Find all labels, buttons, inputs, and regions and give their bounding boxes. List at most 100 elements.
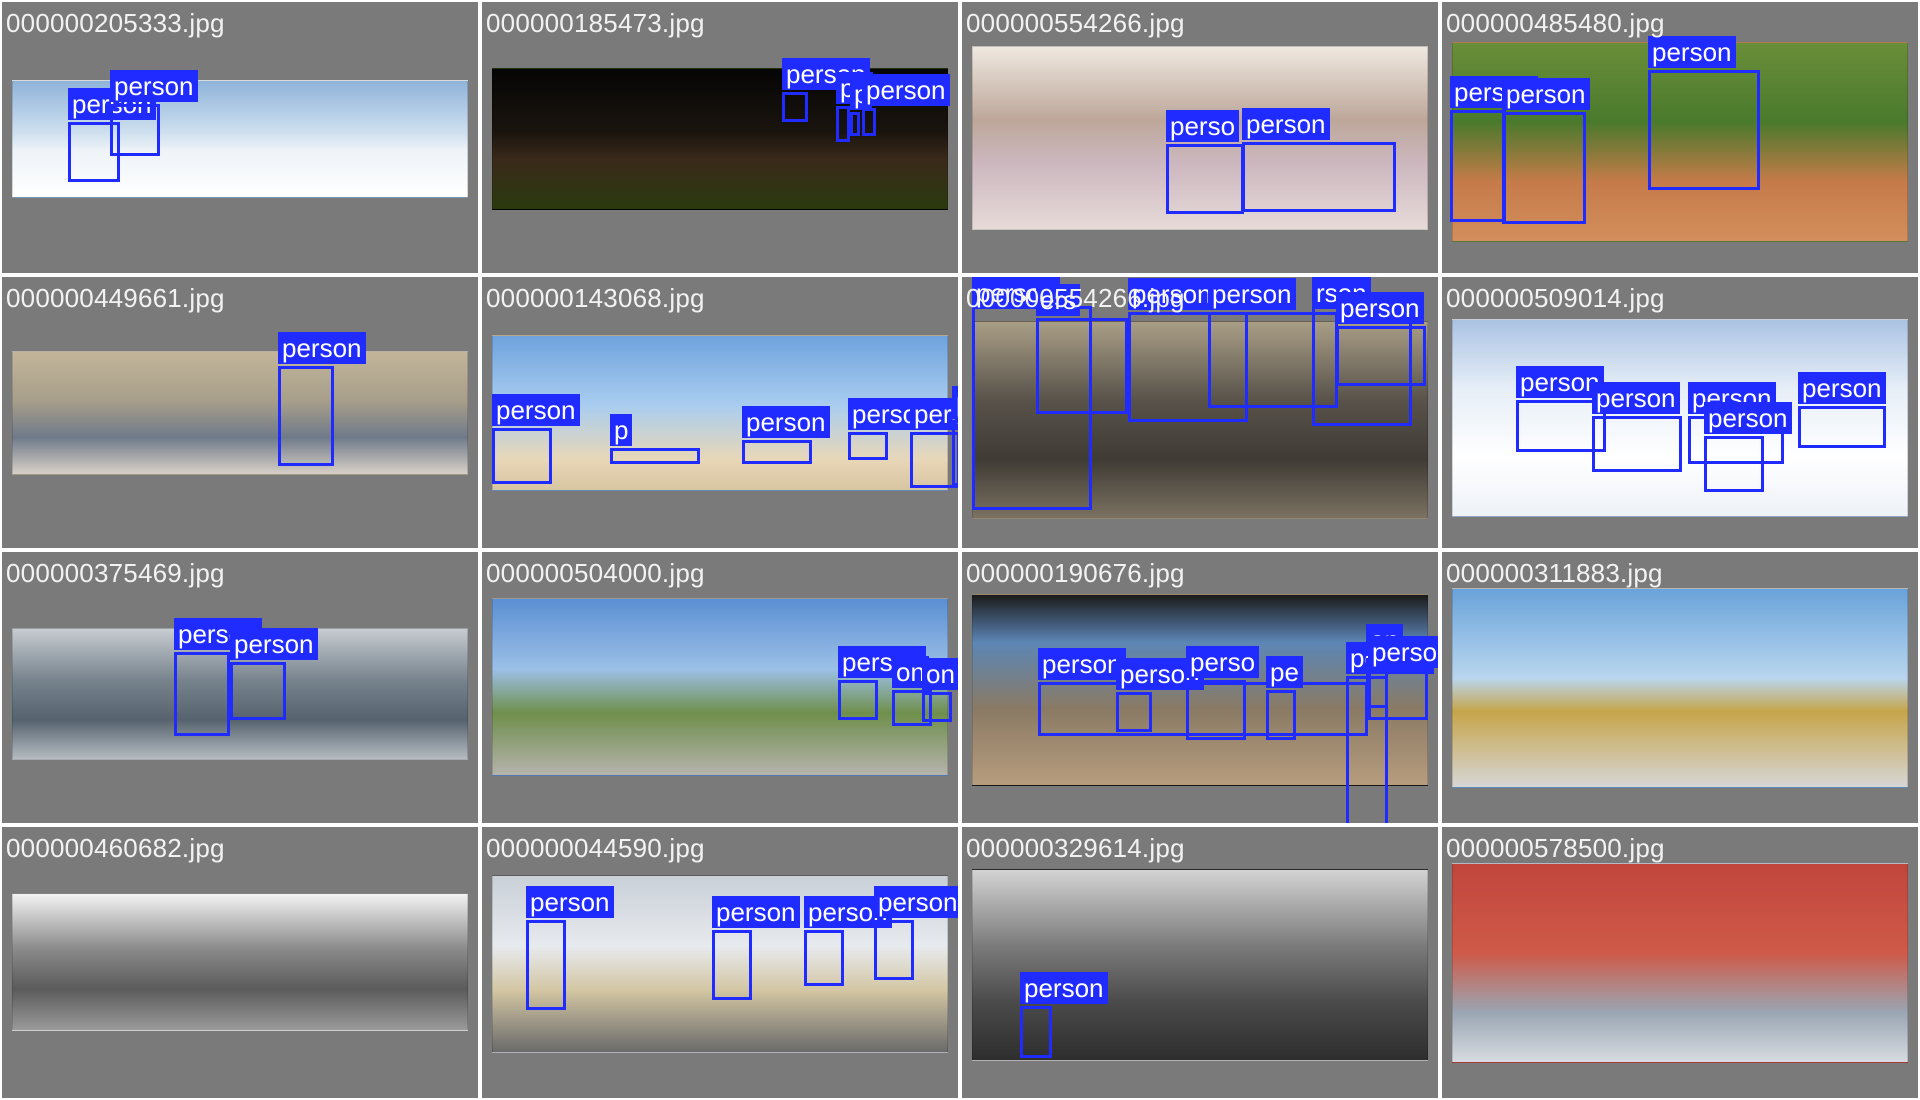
person-bounding-box bbox=[1116, 692, 1152, 732]
person-bounding-box bbox=[804, 930, 844, 986]
result-tile[interactable]: 000000460682.jpg bbox=[2, 827, 478, 1098]
detection-label: person bbox=[1038, 648, 1126, 680]
detection-label: person bbox=[1242, 108, 1330, 140]
person-bounding-box bbox=[910, 432, 958, 488]
result-tile[interactable]: 000000578500.jpg bbox=[1442, 827, 1918, 1098]
person-bounding-box bbox=[922, 692, 952, 722]
person-bounding-box bbox=[1450, 110, 1506, 222]
person-bounding-box bbox=[1798, 406, 1886, 448]
image-filename: 000000460682.jpg bbox=[6, 833, 225, 863]
image-filename: 000000578500.jpg bbox=[1446, 833, 1665, 863]
person-bounding-box bbox=[850, 112, 860, 136]
person-bounding-box bbox=[1266, 690, 1296, 740]
image-filename: 000000554266.jpg bbox=[966, 283, 1185, 313]
scene-image bbox=[1452, 588, 1908, 788]
person-bounding-box bbox=[742, 440, 812, 464]
detection-label: ers bbox=[1036, 284, 1081, 316]
image-filename: 000000044590.jpg bbox=[486, 833, 705, 863]
scene-image bbox=[12, 893, 468, 1031]
image-filename: 000000185473.jpg bbox=[486, 8, 705, 38]
image-filename: 000000143068.jpg bbox=[486, 283, 705, 313]
person-bounding-box bbox=[712, 930, 752, 1000]
person-bounding-box bbox=[838, 680, 878, 720]
image-filename: 000000375469.jpg bbox=[6, 558, 225, 588]
detection-label: p bbox=[610, 414, 633, 446]
detection-label: person bbox=[1648, 36, 1736, 68]
person-bounding-box bbox=[874, 920, 914, 980]
person-bounding-box bbox=[892, 690, 932, 726]
detection-label: pers bbox=[910, 398, 958, 430]
person-bounding-box bbox=[1128, 312, 1248, 422]
person-bounding-box bbox=[952, 420, 958, 486]
person-bounding-box bbox=[1502, 112, 1586, 224]
person-bounding-box bbox=[1036, 318, 1128, 414]
scene-image bbox=[972, 321, 1428, 519]
detection-label: person bbox=[862, 74, 950, 106]
person-bounding-box bbox=[782, 92, 808, 122]
scene-image bbox=[972, 594, 1428, 786]
person-bounding-box bbox=[1516, 400, 1606, 452]
detection-label: person bbox=[1592, 382, 1680, 414]
detection-label: person bbox=[1516, 366, 1604, 398]
detection-label: person bbox=[174, 618, 262, 650]
person-bounding-box bbox=[610, 448, 700, 464]
person-bounding-box bbox=[174, 652, 230, 736]
image-filename: 000000554266.jpg bbox=[966, 8, 1185, 38]
person-bounding-box bbox=[110, 104, 160, 156]
detection-label: person bbox=[1128, 278, 1216, 310]
result-tile[interactable]: personerspersonpersonrsonperson000000554… bbox=[962, 277, 1438, 548]
person-bounding-box bbox=[1368, 670, 1428, 720]
detection-label: person bbox=[1020, 972, 1108, 1004]
detection-label: person bbox=[1704, 402, 1792, 434]
scene-image bbox=[1452, 863, 1908, 1063]
detection-label: person bbox=[492, 394, 580, 426]
person-bounding-box bbox=[1186, 680, 1246, 740]
person-bounding-box bbox=[1648, 70, 1760, 190]
person-bounding-box bbox=[1020, 1006, 1052, 1058]
image-filename: 000000311883.jpg bbox=[1446, 558, 1663, 588]
detection-label: person bbox=[742, 406, 830, 438]
detection-label: person bbox=[110, 70, 198, 102]
detection-label: person bbox=[712, 896, 800, 928]
detection-label: person bbox=[1208, 278, 1296, 310]
scene-image bbox=[12, 351, 468, 475]
detection-label: person bbox=[1336, 292, 1424, 324]
person-bounding-box bbox=[68, 122, 120, 182]
detection-label: person bbox=[1368, 636, 1438, 668]
image-filename: 000000509014.jpg bbox=[1446, 283, 1665, 313]
person-bounding-box bbox=[1592, 416, 1682, 472]
person-bounding-box bbox=[862, 108, 876, 136]
result-tile[interactable]: person 000000329614.jpg bbox=[962, 827, 1438, 1098]
detection-label: on bbox=[922, 658, 958, 690]
result-tile[interactable]: personpersonpersopepersononperson0000001… bbox=[962, 552, 1438, 823]
image-filename: 000000329614.jpg bbox=[966, 833, 1185, 863]
detection-label: person bbox=[230, 628, 318, 660]
detection-label: perso bbox=[1166, 110, 1240, 142]
person-bounding-box bbox=[1336, 326, 1426, 386]
person-bounding-box bbox=[1166, 144, 1244, 214]
detection-label: person bbox=[1798, 372, 1886, 404]
person-bounding-box bbox=[526, 920, 566, 1010]
image-filename: 000000504000.jpg bbox=[486, 558, 705, 588]
image-filename: 000000190676.jpg bbox=[966, 558, 1185, 588]
person-bounding-box bbox=[230, 662, 286, 720]
person-bounding-box bbox=[1704, 436, 1764, 492]
person-bounding-box bbox=[1242, 142, 1396, 212]
result-tile[interactable]: 000000311883.jpg bbox=[1442, 552, 1918, 823]
image-filename: 000000205333.jpg bbox=[6, 8, 225, 38]
person-bounding-box bbox=[492, 428, 552, 484]
result-tile[interactable]: personpepperson000000185473.jpg bbox=[482, 2, 958, 273]
image-filename: 000000449661.jpg bbox=[6, 283, 225, 313]
detection-label: person bbox=[952, 386, 958, 418]
result-tile[interactable]: personppersonpersonpersperson00000014306… bbox=[482, 277, 958, 548]
scene-image bbox=[972, 869, 1428, 1061]
